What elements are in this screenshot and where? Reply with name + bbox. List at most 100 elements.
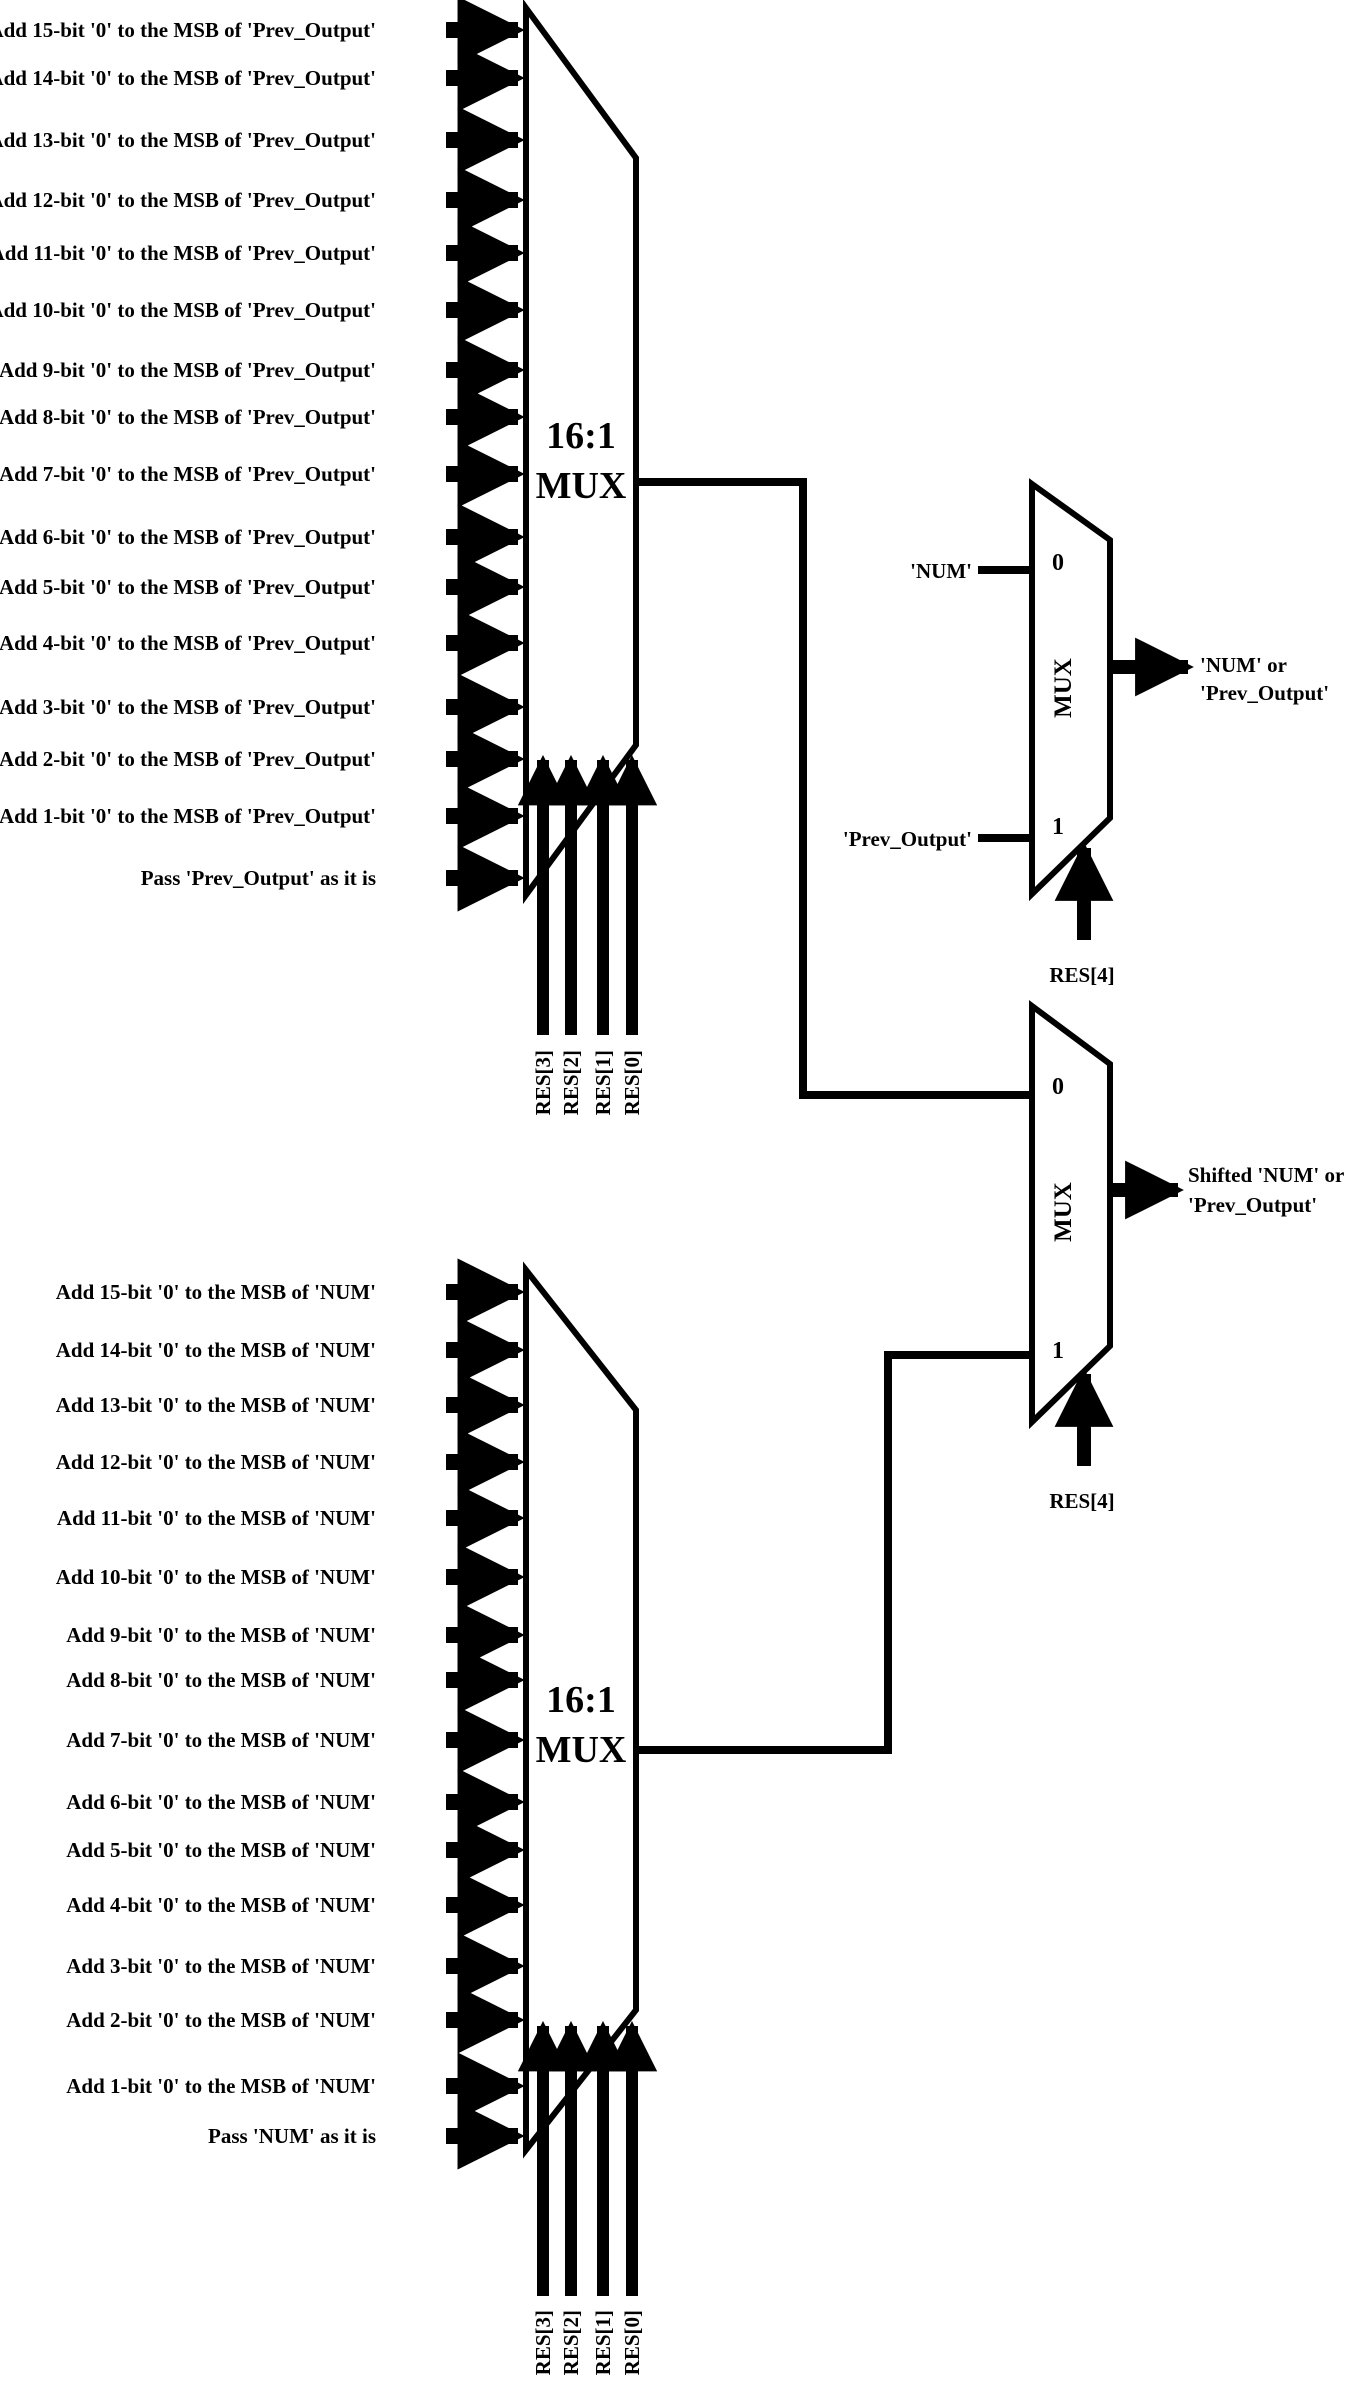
mux-bottom-input-row: Add 15-bit '0' to the MSB of 'NUM' xyxy=(56,1258,525,1326)
mux-top-input-row: Add 15-bit '0' to the MSB of 'Prev_Outpu… xyxy=(0,0,525,64)
mux-bottom-input-row: Add 2-bit '0' to the MSB of 'NUM' xyxy=(66,1986,525,2054)
mux-top-input-label: Add 9-bit '0' to the MSB of 'Prev_Output… xyxy=(0,358,376,382)
mux-bottom-input-row: Add 14-bit '0' to the MSB of 'NUM' xyxy=(56,1316,525,1384)
mux-top-input-label: Add 13-bit '0' to the MSB of 'Prev_Outpu… xyxy=(0,128,376,152)
mux-b-body xyxy=(1029,1000,1113,1430)
mux-bottom-title-1: 16:1 xyxy=(546,1679,616,1721)
mux-bottom-body xyxy=(523,1261,639,2159)
mux-bottom-input-row: Add 1-bit '0' to the MSB of 'NUM' xyxy=(66,2052,525,2120)
mux-bottom-select-label: RES[2] xyxy=(559,2310,583,2375)
mux-a-select-label: RES[4] xyxy=(1049,963,1114,987)
mux-top: 16:1 MUX Add 15-bit '0' to the MSB of 'P… xyxy=(0,0,658,1115)
mux-top-input-row: Add 7-bit '0' to the MSB of 'Prev_Output… xyxy=(0,440,525,508)
mux-top-input-label: Add 10-bit '0' to the MSB of 'Prev_Outpu… xyxy=(0,298,376,322)
mux-top-input-row: Pass 'Prev_Output' as it is xyxy=(141,844,525,912)
mux-bottom-input-row: Add 3-bit '0' to the MSB of 'NUM' xyxy=(66,1932,525,2000)
mux-bottom-input-row: Add 9-bit '0' to the MSB of 'NUM' xyxy=(66,1601,525,1669)
mux-top-inputs: Add 15-bit '0' to the MSB of 'Prev_Outpu… xyxy=(0,0,525,912)
mux-a-in1-label: 'Prev_Output' xyxy=(843,827,972,851)
mux-top-select-label: RES[1] xyxy=(591,1050,615,1115)
mux-bottom-select-label: RES[0] xyxy=(620,2310,644,2375)
mux-top-input-row: Add 5-bit '0' to the MSB of 'Prev_Output… xyxy=(0,553,525,621)
mux-top-input-label: Add 6-bit '0' to the MSB of 'Prev_Output… xyxy=(0,525,376,549)
mux-top-title-2: MUX xyxy=(536,465,627,507)
mux-top-input-label: Add 12-bit '0' to the MSB of 'Prev_Outpu… xyxy=(0,188,376,212)
mux-b-title: MUX xyxy=(1050,1182,1077,1242)
mux-top-title-1: 16:1 xyxy=(546,415,616,457)
mux-a-pin0: 0 xyxy=(1052,550,1064,576)
mux-bottom-input-label: Add 10-bit '0' to the MSB of 'NUM' xyxy=(56,1565,376,1589)
mux-bottom-input-label: Add 8-bit '0' to the MSB of 'NUM' xyxy=(66,1668,376,1692)
mux-bottom-input-label: Add 5-bit '0' to the MSB of 'NUM' xyxy=(66,1838,376,1862)
mux-top-input-row: Add 8-bit '0' to the MSB of 'Prev_Output… xyxy=(0,383,525,451)
mux-a-output-label-2: 'Prev_Output' xyxy=(1200,681,1329,705)
mux-top-input-label: Add 1-bit '0' to the MSB of 'Prev_Output… xyxy=(0,804,376,828)
mux-b-output-label-2: 'Prev_Output' xyxy=(1188,1193,1317,1217)
mux-top-select-label: RES[3] xyxy=(531,1050,555,1115)
mux-top-input-label: Add 7-bit '0' to the MSB of 'Prev_Output… xyxy=(0,462,376,486)
mux-a-in0-label: 'NUM' xyxy=(910,559,972,583)
mux-b: MUX 0 1 Shifted 'NUM' or 'Prev_Output' R… xyxy=(1029,1000,1344,1513)
mux-top-selects: RES[3]RES[2] RES[1]RES[0] xyxy=(517,754,658,1115)
mux-top-input-label: Add 5-bit '0' to the MSB of 'Prev_Output… xyxy=(0,575,376,599)
mux-bottom: 16:1 MUX Add 15-bit '0' to the MSB of 'N… xyxy=(56,1258,658,2375)
mux-top-input-label: Add 14-bit '0' to the MSB of 'Prev_Outpu… xyxy=(0,66,376,90)
mux-top-input-row: Add 12-bit '0' to the MSB of 'Prev_Outpu… xyxy=(0,166,525,234)
mux-top-input-row: Add 10-bit '0' to the MSB of 'Prev_Outpu… xyxy=(0,276,525,344)
mux-top-input-label: Pass 'Prev_Output' as it is xyxy=(141,866,376,890)
mux-bottom-input-row: Add 5-bit '0' to the MSB of 'NUM' xyxy=(66,1816,525,1884)
mux-b-pin1: 1 xyxy=(1052,1338,1064,1364)
mux-bottom-input-row: Add 10-bit '0' to the MSB of 'NUM' xyxy=(56,1543,525,1611)
mux-bottom-inputs: Add 15-bit '0' to the MSB of 'NUM' Add 14… xyxy=(56,1258,525,2170)
mux-top-input-label: Add 11-bit '0' to the MSB of 'Prev_Outpu… xyxy=(0,241,376,265)
mux-a-pin1: 1 xyxy=(1052,814,1064,840)
mux-bottom-input-row: Add 8-bit '0' to the MSB of 'NUM' xyxy=(66,1646,525,1714)
wire-top-to-mux-b xyxy=(636,478,1032,1099)
mux-bottom-input-row: Add 6-bit '0' to the MSB of 'NUM' xyxy=(66,1768,525,1836)
mux-top-input-row: Add 4-bit '0' to the MSB of 'Prev_Output… xyxy=(0,609,525,677)
mux-bottom-input-label: Pass 'NUM' as it is xyxy=(208,2124,376,2148)
mux-bottom-input-row: Add 12-bit '0' to the MSB of 'NUM' xyxy=(56,1428,525,1496)
mux-bottom-input-label: Add 3-bit '0' to the MSB of 'NUM' xyxy=(66,1954,376,1978)
mux-top-input-row: Add 1-bit '0' to the MSB of 'Prev_Output… xyxy=(0,782,525,850)
mux-b-output-label-1: Shifted 'NUM' or xyxy=(1188,1163,1344,1187)
mux-bottom-title-2: MUX xyxy=(536,1729,627,1771)
mux-bottom-input-row: Add 11-bit '0' to the MSB of 'NUM' xyxy=(57,1484,525,1552)
mux-top-input-row: Add 11-bit '0' to the MSB of 'Prev_Outpu… xyxy=(0,219,525,287)
mux-bottom-select-label: RES[1] xyxy=(591,2310,615,2375)
mux-bottom-input-label: Add 1-bit '0' to the MSB of 'NUM' xyxy=(66,2074,376,2098)
mux-top-select-label: RES[2] xyxy=(559,1050,583,1115)
mux-bottom-input-label: Add 6-bit '0' to the MSB of 'NUM' xyxy=(66,1790,376,1814)
mux-a-output-label-1: 'NUM' or xyxy=(1200,653,1287,677)
mux-top-input-row: Add 13-bit '0' to the MSB of 'Prev_Outpu… xyxy=(0,106,525,174)
mux-bottom-selects: RES[3]RES[2] RES[1]RES[0] xyxy=(517,2020,658,2375)
mux-bottom-input-label: Add 7-bit '0' to the MSB of 'NUM' xyxy=(66,1728,376,1752)
mux-a-body xyxy=(1029,478,1113,902)
mux-top-input-label: Add 3-bit '0' to the MSB of 'Prev_Output… xyxy=(0,695,376,719)
mux-bottom-input-label: Add 2-bit '0' to the MSB of 'NUM' xyxy=(66,2008,376,2032)
mux-top-input-row: Add 2-bit '0' to the MSB of 'Prev_Output… xyxy=(0,725,525,793)
mux-top-input-row: Add 9-bit '0' to the MSB of 'Prev_Output… xyxy=(0,336,525,404)
mux-b-select-label: RES[4] xyxy=(1049,1489,1114,1513)
mux-a-title: MUX xyxy=(1050,658,1077,718)
mux-top-input-label: Add 8-bit '0' to the MSB of 'Prev_Output… xyxy=(0,405,376,429)
mux-bottom-input-label: Add 4-bit '0' to the MSB of 'NUM' xyxy=(66,1893,376,1917)
mux-top-input-row: Add 6-bit '0' to the MSB of 'Prev_Output… xyxy=(0,503,525,571)
mux-top-input-row: Add 14-bit '0' to the MSB of 'Prev_Outpu… xyxy=(0,44,525,112)
mux-bottom-input-label: Add 12-bit '0' to the MSB of 'NUM' xyxy=(56,1450,376,1474)
mux-top-select-label: RES[0] xyxy=(620,1050,644,1115)
mux-bottom-input-label: Add 11-bit '0' to the MSB of 'NUM' xyxy=(57,1506,376,1530)
mux-top-input-row: Add 3-bit '0' to the MSB of 'Prev_Output… xyxy=(0,673,525,741)
mux-bottom-input-label: Add 15-bit '0' to the MSB of 'NUM' xyxy=(56,1280,376,1304)
mux-top-input-label: Add 4-bit '0' to the MSB of 'Prev_Output… xyxy=(0,631,376,655)
mux-bottom-input-row: Add 7-bit '0' to the MSB of 'NUM' xyxy=(66,1706,525,1774)
mux-bottom-input-label: Add 9-bit '0' to the MSB of 'NUM' xyxy=(66,1623,376,1647)
mux-b-pin0: 0 xyxy=(1052,1074,1064,1100)
wire-bottom-to-mux-b xyxy=(636,1351,1032,1754)
mux-top-input-label: Add 2-bit '0' to the MSB of 'Prev_Output… xyxy=(0,747,376,771)
mux-bottom-input-row: Add 4-bit '0' to the MSB of 'NUM' xyxy=(66,1871,525,1939)
mux-bottom-select-label: RES[3] xyxy=(531,2310,555,2375)
mux-bottom-input-row: Pass 'NUM' as it is xyxy=(208,2102,525,2170)
